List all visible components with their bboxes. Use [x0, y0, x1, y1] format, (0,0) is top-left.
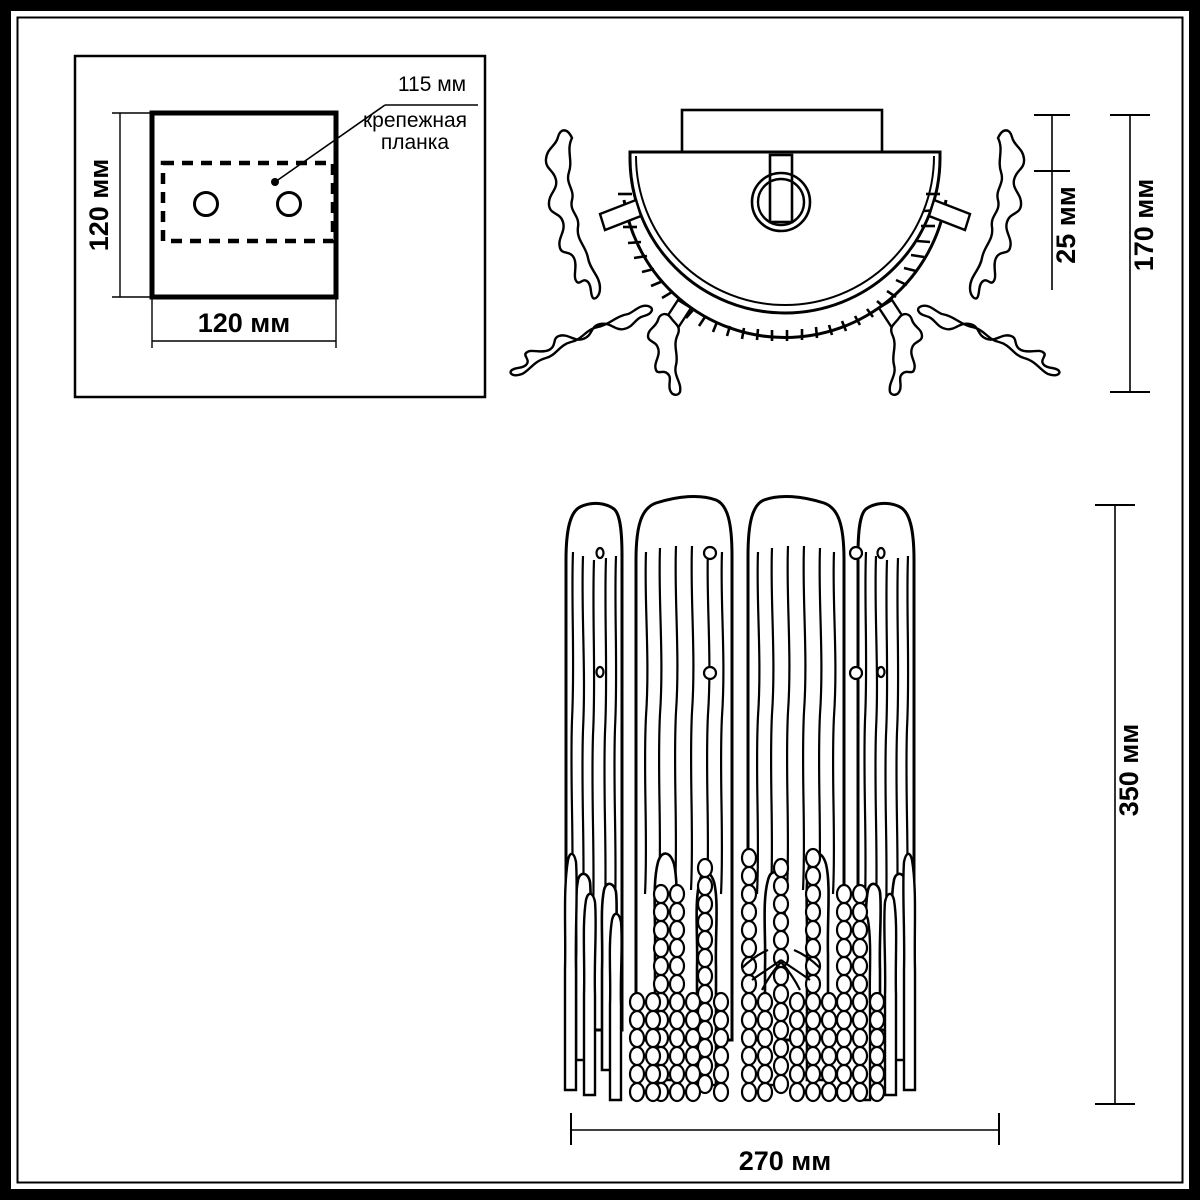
bead-column-3 [696, 857, 714, 1095]
mounting-bracket-dashed-rect [160, 160, 336, 244]
front-view-beaded-chains [628, 847, 886, 1103]
bead-column-15 [820, 991, 838, 1103]
top-view-stem [768, 153, 794, 224]
front-view-group [563, 494, 917, 1103]
top-view-tick-arc [622, 199, 948, 340]
inner-border [16, 16, 1184, 1184]
callout-label-line2: планка [381, 131, 450, 154]
bead-column-11 [684, 991, 702, 1103]
bead-column-14 [788, 991, 806, 1103]
front-view-bead-nodes [595, 545, 886, 681]
front-panel-3 [746, 494, 846, 1042]
top-view-group [509, 108, 1061, 396]
bead-column-8 [851, 883, 869, 1103]
front-view-center-fan [741, 948, 821, 991]
front-view-drip-strands [570, 545, 910, 916]
detail-height-text: 120 мм [84, 159, 114, 252]
top-view-mounting-plate [680, 108, 884, 154]
detail-width-text: 120 мм [198, 308, 291, 338]
bead-column-13 [756, 991, 774, 1103]
depth-dim-text: 25 мм [1051, 186, 1081, 263]
crystal-drip-bottom-right [916, 304, 1061, 377]
bead-column-7 [835, 883, 853, 1103]
crystal-drip-bottom-center-right [888, 312, 924, 396]
bead-column-12 [712, 991, 730, 1103]
detail-view-box [73, 54, 487, 399]
bead-column-6 [804, 847, 822, 1103]
front-height-dim-text: 350 мм [1114, 724, 1144, 817]
overall-depth-dim-text: 170 мм [1129, 179, 1159, 272]
crystal-drip-bottom-left [509, 304, 654, 377]
top-view-socket-inner-ring [756, 177, 806, 227]
bead-column-9 [628, 991, 646, 1103]
screw-hole-right [276, 191, 302, 217]
crystal-drip-top-left [544, 129, 602, 300]
front-width-dim-text: 270 мм [739, 1146, 832, 1176]
crystal-drip-bottom-center-left [646, 312, 682, 396]
bead-column-2 [668, 883, 686, 1103]
front-view-outer-fringe-left [563, 852, 623, 1102]
top-view-shade-inner-arc [635, 155, 935, 306]
bead-column-10 [644, 991, 662, 1103]
callout-dimension-text: 115 мм [398, 73, 466, 96]
bead-column-16 [868, 991, 886, 1103]
callout-leader-line [274, 104, 386, 183]
callout-label-line1: крепежная [363, 109, 467, 132]
top-view-socket-outer-ring [750, 171, 812, 233]
front-panel-2 [634, 494, 734, 1042]
bead-column-5 [772, 857, 790, 1095]
bead-column-4 [740, 847, 758, 1103]
mounting-plate-outline [149, 110, 339, 300]
callout-leader-dot [271, 178, 279, 186]
crystal-drip-top-right [968, 129, 1026, 300]
screw-hole-left [193, 191, 219, 217]
